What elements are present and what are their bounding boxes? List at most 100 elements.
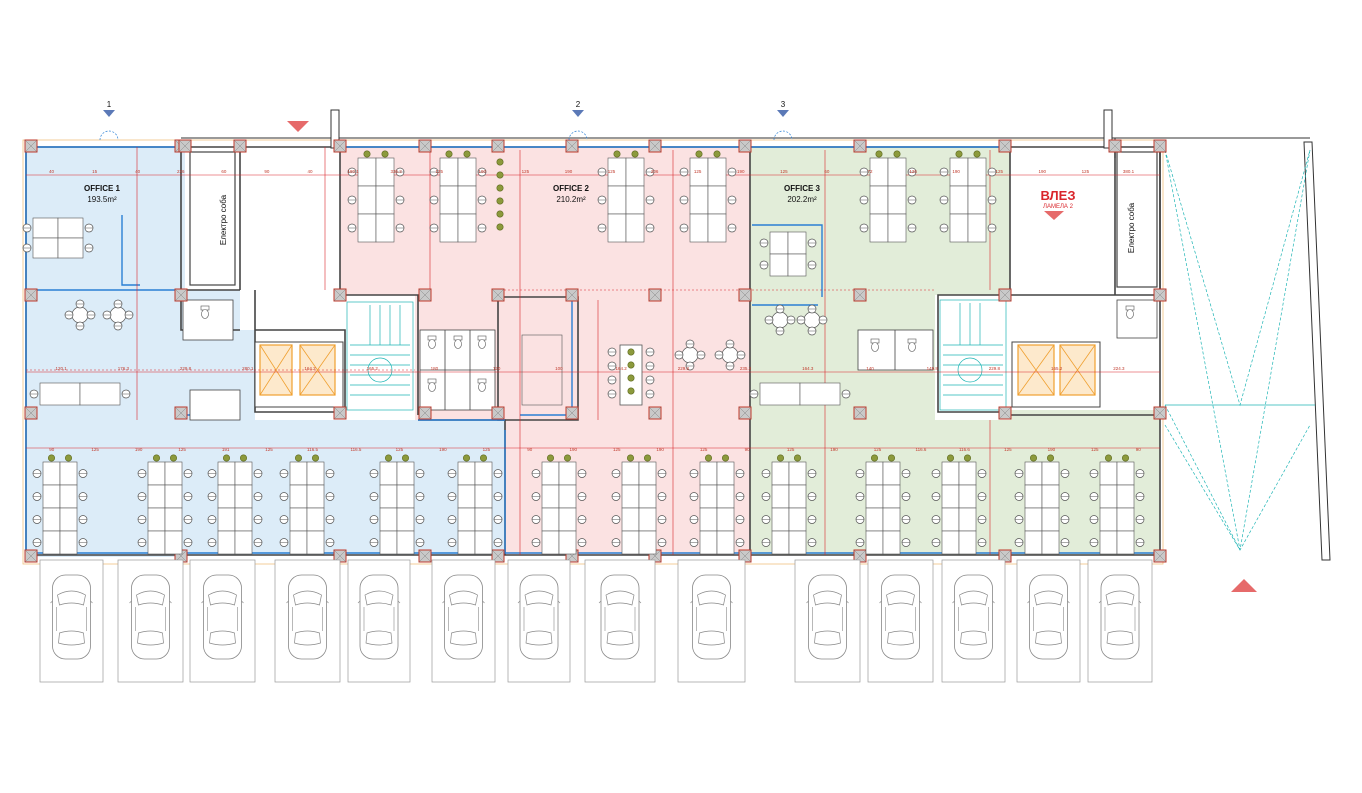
axis-markers: 1 2 3	[99, 100, 1257, 592]
office-2-area: 210.2m²	[556, 195, 586, 204]
car-icon	[690, 574, 733, 660]
plant-icon	[1105, 454, 1112, 462]
electrical-room-1-label: Електро соба	[219, 194, 228, 245]
column	[565, 406, 579, 420]
column	[24, 139, 38, 153]
plant-icon	[963, 454, 972, 462]
desk-cluster	[447, 454, 503, 555]
desk-chair-icon	[901, 515, 911, 524]
desk-chair-icon	[531, 538, 541, 547]
dimension-label: 165.2	[367, 366, 379, 371]
desk-cluster	[369, 454, 425, 555]
desk-chair-icon	[901, 492, 911, 501]
desk-chair-icon	[347, 223, 357, 233]
svg-text:2: 2	[576, 100, 581, 109]
office-zones	[26, 147, 1160, 557]
desk-chair-icon	[137, 538, 147, 547]
desk-chair-icon	[977, 538, 987, 547]
desk-chair-icon	[429, 195, 439, 205]
dimension-label: 190	[439, 447, 447, 452]
car-icon	[879, 574, 922, 660]
desk-cluster	[939, 150, 997, 243]
dimension-label: 125	[694, 169, 702, 174]
desk-chair-icon	[1089, 469, 1099, 478]
plant-icon	[1122, 454, 1129, 462]
desk-chair-icon	[749, 389, 759, 399]
car-icon	[442, 574, 485, 660]
dimension-label: 125	[780, 169, 788, 174]
toilets	[182, 299, 1158, 421]
desk-chair-icon	[597, 223, 607, 233]
column	[1153, 288, 1167, 302]
dimension-label: 125	[396, 447, 404, 452]
desk-chair-icon	[137, 515, 147, 524]
dimension-label: 280.1	[242, 366, 254, 371]
plant-icon	[479, 454, 488, 462]
desk-chair-icon	[395, 195, 405, 205]
column	[738, 406, 752, 420]
desk-chair-icon	[183, 469, 193, 478]
desk-chair-icon	[977, 515, 987, 524]
desk-chair-icon	[1014, 469, 1024, 478]
column	[998, 406, 1012, 420]
column	[648, 139, 662, 153]
dimension-label: 125	[787, 447, 795, 452]
plant-icon	[546, 454, 555, 462]
desk-chair-icon	[32, 492, 42, 501]
dimension-label: 180.1	[347, 169, 359, 174]
desk-chair-icon	[493, 492, 503, 501]
plant-icon	[713, 150, 721, 158]
dimension-label: 336.3	[391, 169, 403, 174]
plant-icon	[721, 454, 730, 462]
column	[174, 406, 188, 420]
desk-chair-icon	[183, 515, 193, 524]
desk-chair-icon	[855, 515, 865, 524]
axis-marker-2: 2	[568, 100, 588, 141]
desk-chair-icon	[807, 538, 817, 547]
plant-icon	[613, 150, 621, 158]
axis-marker-1: 1	[99, 100, 119, 141]
electrical-room-2-label: Електро соба	[1127, 202, 1136, 253]
desk-chair-icon	[679, 195, 689, 205]
plant-icon	[973, 150, 981, 158]
office-3-title: OFFICE 3	[784, 184, 821, 193]
desk-chair-icon	[369, 492, 379, 501]
parking-bay	[431, 559, 496, 683]
desk-chair-icon	[1060, 469, 1070, 478]
desk-chair-icon	[207, 469, 217, 478]
dimension-label: 190	[656, 447, 664, 452]
desk-chair-icon	[78, 538, 88, 547]
desk-chair-icon	[1135, 538, 1145, 547]
office-2-zone	[340, 147, 750, 555]
desk-chair-icon	[735, 492, 745, 501]
column	[24, 288, 38, 302]
dimension-label: 190	[952, 169, 960, 174]
dimension-label: 120	[493, 366, 501, 371]
desk-chair-icon	[597, 195, 607, 205]
canopy	[1164, 149, 1315, 551]
dimension-label: 125	[522, 169, 530, 174]
desk-chair-icon	[727, 167, 737, 177]
desk-chair-icon	[657, 492, 667, 501]
car-icon	[806, 574, 849, 660]
plant-icon	[65, 454, 72, 462]
dimension-label: 229.8	[989, 366, 1001, 371]
desk-chair-icon	[369, 469, 379, 478]
column	[853, 406, 867, 420]
desk-chair-icon	[253, 538, 263, 547]
column	[491, 406, 505, 420]
desk-cluster	[597, 150, 655, 243]
desk-chair-icon	[1089, 538, 1099, 547]
plant-icon	[445, 150, 453, 158]
plant-icon	[563, 454, 572, 462]
dimension-label: 164.3	[802, 366, 814, 371]
car-icon	[50, 574, 93, 660]
dimension-label: 164.2	[615, 366, 627, 371]
desk-chair-icon	[84, 243, 94, 253]
desk-chair-icon	[977, 469, 987, 478]
desk-chair-icon	[611, 515, 621, 524]
desk-chair-icon	[689, 492, 699, 501]
car-icon	[598, 574, 642, 660]
column	[418, 288, 432, 302]
office-2-title: OFFICE 2	[553, 184, 590, 193]
